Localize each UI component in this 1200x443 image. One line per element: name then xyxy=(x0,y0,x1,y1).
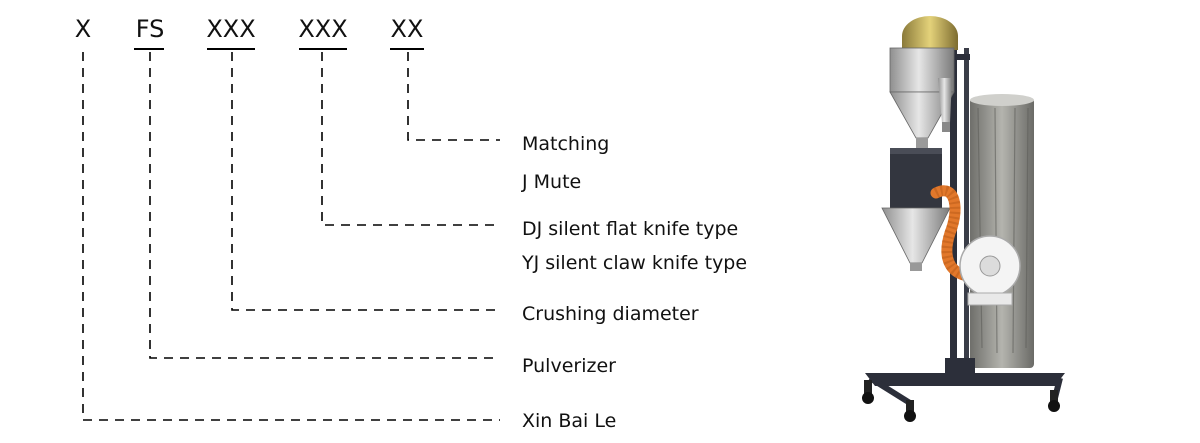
leader-lines xyxy=(82,52,500,421)
desc-brand: Xin Bai Le xyxy=(522,410,617,432)
code-letter-type: XXX xyxy=(298,15,348,43)
desc-mute: J Mute xyxy=(522,171,582,193)
desc-crushing-diameter: Crushing diameter xyxy=(522,303,699,325)
code-underline-type xyxy=(299,48,347,50)
leader-matching xyxy=(407,52,500,141)
code-letter-x: X xyxy=(74,15,92,43)
code-underline-diameter xyxy=(207,48,255,50)
desc-pulverizer: Pulverizer xyxy=(522,355,616,377)
leader-pulverizer xyxy=(149,52,500,359)
leader-brand xyxy=(82,52,500,421)
code-underline-fs xyxy=(134,48,164,50)
leader-diameter xyxy=(231,52,500,311)
pulverizer-machine-illustration xyxy=(862,16,1065,422)
code-underline-matching xyxy=(390,48,424,50)
desc-flat-knife: DJ silent flat knife type xyxy=(522,218,739,240)
desc-matching: Matching xyxy=(522,133,610,155)
code-letter-fs: FS xyxy=(135,15,165,43)
code-letter-diameter: XXX xyxy=(206,15,256,43)
leader-type xyxy=(321,52,500,226)
desc-claw-knife: YJ silent claw knife type xyxy=(522,252,748,274)
code-letter-matching: XX xyxy=(390,15,424,43)
